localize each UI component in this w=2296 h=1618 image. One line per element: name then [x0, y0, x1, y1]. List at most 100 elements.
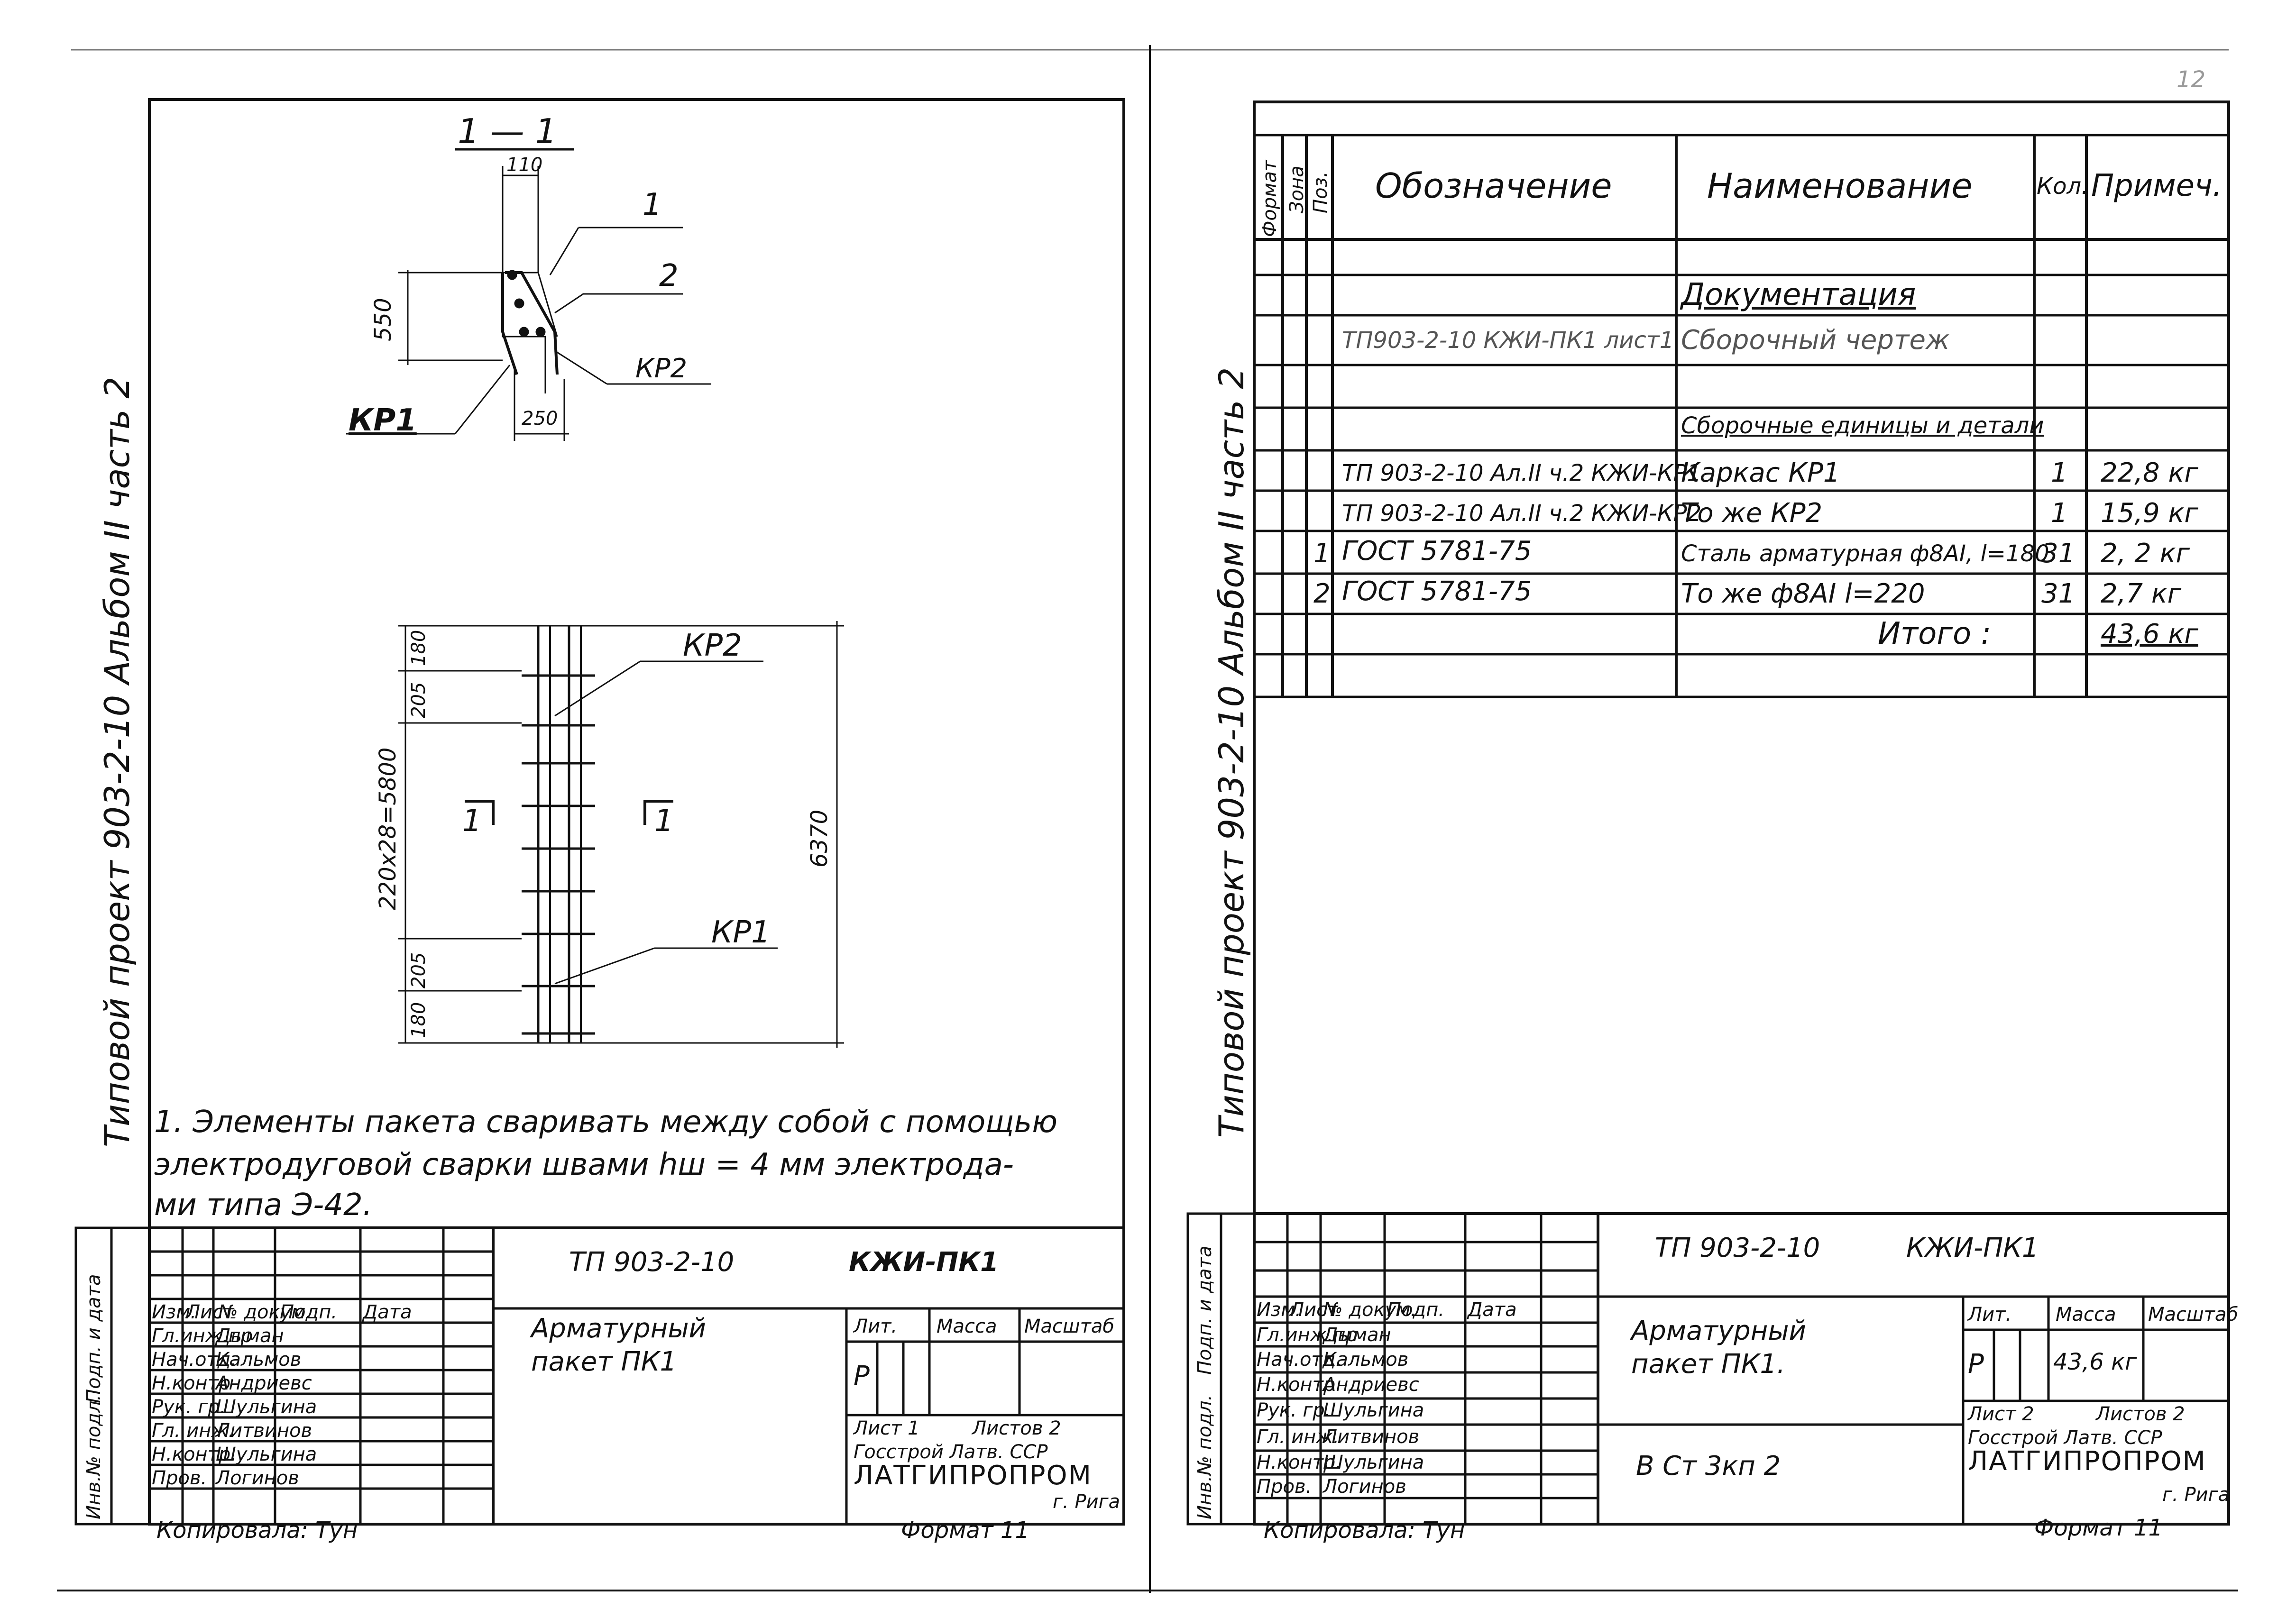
sheet1-copied: Копировала: Тун: [156, 1517, 358, 1544]
spec-row-kp2-des: ТП 903-2-10 Ал.II ч.2 КЖИ-КР2: [1342, 500, 1702, 527]
dim-180-bot: 180: [408, 1002, 430, 1038]
dim-180-top: 180: [408, 630, 430, 666]
stamp2-r5-role: Н.контр.: [1257, 1452, 1341, 1473]
stamp1-r2-name: Андриевс: [216, 1372, 312, 1394]
spec-row-p1-note: 2, 2 кг: [2101, 538, 2190, 569]
stamp1-r6-name: Логинов: [216, 1467, 299, 1489]
stamp1-r0-role: Гл.инж.пр: [152, 1325, 253, 1347]
stamp2-org1: Госстрой Латв. ССР: [1968, 1427, 2162, 1449]
spec-row-assembly-des: ТП903-2-10 КЖИ-ПК1 лист1: [1342, 327, 1674, 354]
side-title-sheet1: Типовой проект 903-2-10 Альбом II часть …: [97, 376, 137, 1147]
spec-row-kp1-name: Каркас КР1: [1681, 457, 1840, 488]
dim-mid: 220х28=5800: [375, 747, 401, 910]
stamp1-org2: ЛАТГИПРОПРОМ: [854, 1460, 1092, 1491]
cut-label-left: 1: [462, 804, 482, 839]
stamp2-name-1: Арматурный: [1631, 1316, 1806, 1346]
th-zone: Зона: [1286, 165, 1308, 213]
th-pos: Поз.: [1310, 171, 1332, 213]
stamp2-r0-role: Гл.инж.пр: [1257, 1324, 1358, 1346]
spec-row-kp2-name: То же КР2: [1681, 498, 1823, 529]
spec-row-assembly-name: Сборочный чертеж: [1681, 325, 1950, 356]
callout-2: 2: [659, 258, 679, 293]
spec-row-p1-qty: 31: [2041, 538, 2076, 569]
stamp1-side-sign: Подп. и дата: [83, 1274, 105, 1403]
label-kp1-section: КР1: [349, 403, 417, 438]
stamp2-h-list: Лист: [1290, 1299, 1338, 1321]
stamp1-r1-role: Нач.отд.: [152, 1349, 237, 1371]
sheet2-copied: Копировала: Тун: [1264, 1517, 1465, 1544]
stamp2-r1-name: Кальмов: [1323, 1349, 1409, 1371]
stamp1-r4-role: Гл. инж.: [152, 1420, 235, 1442]
stamp1-r4-name: Литвинов: [216, 1420, 312, 1442]
stamp2-org2: ЛАТГИПРОПРОМ: [1968, 1446, 2206, 1477]
stamp2-r6-name: Логинов: [1323, 1476, 1406, 1498]
label-kp1-elev: КР1: [711, 915, 771, 950]
stamp1-r6-role: Пров.: [152, 1467, 207, 1489]
stamp2-r2-name: Андриевс: [1323, 1374, 1419, 1396]
stamp1-r5-name: Шульгина: [216, 1444, 317, 1465]
spec-row-total-note: 43,6 кг: [2101, 619, 2198, 649]
stamp2-code: ТП 903-2-10: [1655, 1233, 1820, 1263]
stamp2-org3: г. Рига: [2162, 1484, 2230, 1506]
th-note: Примеч.: [2091, 168, 2223, 203]
stamp2-r0-name: Дыман: [1323, 1324, 1391, 1346]
stamp1-scale: Масштаб: [1024, 1316, 1115, 1337]
th-qty: Кол.: [2037, 173, 2089, 200]
stamp2-r1-role: Нач.отд.: [1257, 1349, 1342, 1371]
spec-row-p2-note: 2,7 кг: [2101, 578, 2182, 609]
stamp2-lit-val: Р: [1968, 1349, 1984, 1380]
stamp2-r3-name: Шульгина: [1323, 1399, 1424, 1421]
spec-row-kp2-qty: 1: [2051, 498, 2068, 529]
stamp1-name-1: Арматурный: [531, 1313, 706, 1344]
stamp2-h-sign: Подп.: [1387, 1299, 1445, 1321]
label-kp2-section: КР2: [635, 353, 688, 384]
spec-row-p2-qty: 31: [2041, 578, 2076, 609]
stamp1-side-inv: Инв.№ подл.: [83, 1394, 105, 1519]
spec-row-p2-name: То же ф8АI l=220: [1681, 578, 1925, 609]
sheet1-format: Формат 11: [901, 1517, 1030, 1544]
stamp2-r6-role: Пров.: [1257, 1476, 1312, 1498]
stamp2-sheet: Лист 2: [1968, 1403, 2034, 1425]
stamp2-r2-role: Н.контр: [1257, 1374, 1336, 1396]
stamp2-h-doc: № докум.: [1323, 1299, 1417, 1321]
stamp1-h-list: Лист: [186, 1301, 234, 1323]
page-number: 12: [2177, 66, 2206, 93]
stamp1-r0-name: Дыман: [216, 1325, 284, 1347]
note-line-1: 1. Элементы пакета сваривать между собой…: [154, 1105, 1058, 1140]
spec-row-kp1-note: 22,8 кг: [2101, 457, 2198, 488]
stamp1-r1-name: Кальмов: [216, 1349, 302, 1371]
callout-1: 1: [643, 187, 662, 222]
stamp1-sheet: Лист 1: [854, 1417, 920, 1439]
stamp1-name-2: пакет ПК1: [531, 1346, 677, 1377]
stamp1-r2-role: Н.контр: [152, 1372, 231, 1394]
stamp1-h-doc: № докум.: [218, 1301, 312, 1323]
stamp2-scale: Масштаб: [2148, 1304, 2239, 1325]
dim-250: 250: [522, 408, 558, 430]
note-line-2: электродуговой сварки швами hш = 4 мм эл…: [154, 1147, 1014, 1182]
dim-550: 550: [370, 298, 396, 341]
note-line-3: ми типа Э-42.: [154, 1188, 373, 1223]
stamp2-h-date: Дата: [1468, 1299, 1517, 1321]
stamp2-material: В Ст 3кп 2: [1636, 1451, 1781, 1481]
stamp1-mass: Масса: [937, 1316, 997, 1337]
stamp2-r3-role: Рук. гр.: [1257, 1399, 1331, 1421]
dim-110: 110: [506, 154, 543, 176]
side-title-sheet2: Типовой проект 903-2-10 Альбом II часть …: [1212, 367, 1251, 1138]
spec-row-units-name: Сборочные единицы и детали: [1681, 412, 2044, 439]
stamp1-r5-role: Н.контр.: [152, 1444, 237, 1465]
spec-row-total-name: Итого :: [1878, 616, 1991, 651]
stamp2-sheets: Листов 2: [2096, 1403, 2185, 1425]
stamp1-h-date: Дата: [363, 1301, 412, 1323]
stamp2-h-izm: Изм.: [1257, 1299, 1302, 1321]
spec-row-kp1-des: ТП 903-2-10 Ал.II ч.2 КЖИ-КР1: [1342, 460, 1702, 486]
stamp2-side-inv: Инв.№ подл.: [1194, 1394, 1216, 1519]
spec-row-kp2-note: 15,9 кг: [2101, 498, 2198, 529]
spec-row-p2-des: ГОСТ 5781-75: [1342, 576, 1532, 607]
th-name: Наименование: [1707, 166, 1973, 206]
stamp1-r3-role: Рук. гр.: [152, 1396, 226, 1418]
spec-row-p1-des: ГОСТ 5781-75: [1342, 536, 1532, 567]
stamp2-name-2: пакет ПК1.: [1631, 1349, 1785, 1380]
stamp2-r5-name: Шульгина: [1323, 1452, 1424, 1473]
spec-row-p2-pos: 2: [1313, 578, 1331, 609]
